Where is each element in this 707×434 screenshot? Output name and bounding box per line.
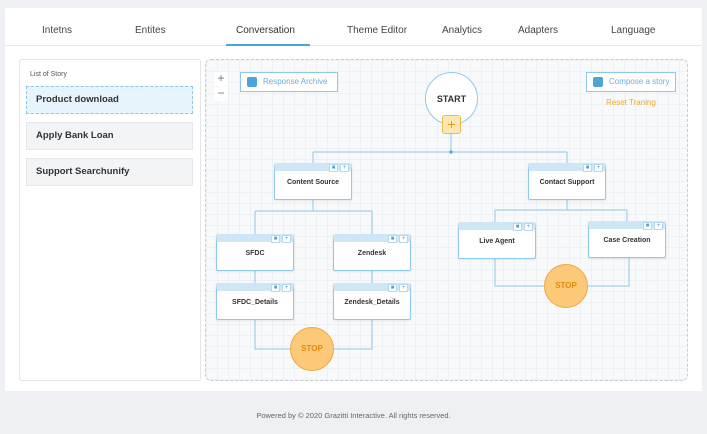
plus-icon[interactable]: +	[594, 164, 603, 172]
story-list-panel: List of Story Product download Apply Ban…	[19, 59, 201, 381]
flow-node-sfdc[interactable]: ■+ SFDC	[216, 234, 294, 271]
flow-node-content-source[interactable]: ■+ Content Source	[274, 163, 352, 200]
tab-entities[interactable]: Entites	[135, 25, 166, 36]
reset-training-link[interactable]: Reset Traning	[606, 98, 656, 107]
app-window: Intetns Entites Conversation Theme Edito…	[5, 8, 702, 391]
node-label: Case Creation	[603, 237, 651, 244]
tab-bar: Intetns Entites Conversation Theme Edito…	[5, 8, 702, 46]
chat-bubble-icon	[593, 77, 603, 87]
flow-node-sfdc-details[interactable]: ■+ SFDC_Details	[216, 283, 294, 320]
tab-language[interactable]: Language	[611, 25, 656, 36]
story-item-product-download[interactable]: Product download	[26, 86, 193, 114]
trash-icon[interactable]: ■	[513, 223, 522, 231]
tab-conversation[interactable]: Conversation	[236, 25, 295, 36]
trash-icon[interactable]: ■	[388, 284, 397, 292]
story-item-apply-bank-loan[interactable]: Apply Bank Loan	[26, 122, 193, 150]
node-label: Contact Support	[539, 179, 595, 186]
tab-theme-editor[interactable]: Theme Editor	[347, 25, 408, 36]
plus-icon[interactable]: +	[282, 235, 291, 243]
trash-icon[interactable]: ■	[329, 164, 338, 172]
plus-icon[interactable]: +	[282, 284, 291, 292]
node-label: Zendesk_Details	[344, 299, 400, 306]
compose-story-label: Compose a story	[609, 77, 670, 86]
compose-story-button[interactable]: Compose a story	[586, 72, 676, 92]
active-tab-underline	[226, 44, 310, 46]
tab-intents[interactable]: Intetns	[42, 25, 73, 36]
flow-canvas[interactable]: + − Response Archive Compose a story Res…	[205, 59, 688, 381]
tab-analytics[interactable]: Analytics	[442, 25, 483, 36]
story-list-title: List of Story	[30, 71, 67, 78]
trash-icon[interactable]: ■	[643, 222, 652, 230]
trash-icon[interactable]: ■	[388, 235, 397, 243]
stop-node-left[interactable]: STOP	[290, 327, 334, 371]
plus-icon[interactable]: +	[399, 235, 408, 243]
start-label: START	[436, 94, 467, 104]
trash-icon[interactable]: ■	[583, 164, 592, 172]
zoom-in-button[interactable]: +	[214, 72, 228, 86]
trash-icon[interactable]: ■	[271, 235, 280, 243]
node-label: Content Source	[286, 179, 340, 186]
flow-node-zendesk-details[interactable]: ■+ Zendesk_Details	[333, 283, 411, 320]
add-step-button[interactable]: +	[442, 115, 461, 134]
node-label: SFDC_Details	[232, 299, 278, 306]
archive-icon	[247, 77, 257, 87]
flow-node-live-agent[interactable]: ■+ Live Agent	[458, 222, 536, 259]
response-archive-button[interactable]: Response Archive	[240, 72, 338, 92]
flow-node-contact-support[interactable]: ■+ Contact Support	[528, 163, 606, 200]
tab-adapters[interactable]: Adapters	[518, 25, 559, 36]
plus-icon[interactable]: +	[340, 164, 349, 172]
flow-node-case-creation[interactable]: ■+ Case Creation	[588, 221, 666, 258]
plus-icon[interactable]: +	[399, 284, 408, 292]
footer-copyright: Powered by © 2020 Grazitti Interactive. …	[256, 411, 451, 420]
plus-icon[interactable]: +	[654, 222, 663, 230]
node-label: SFDC	[245, 250, 265, 257]
response-archive-label: Response Archive	[263, 77, 328, 86]
flow-node-zendesk[interactable]: ■+ Zendesk	[333, 234, 411, 271]
node-label: Live Agent	[479, 238, 515, 245]
story-item-support-searchunify[interactable]: Support Searchunify	[26, 158, 193, 186]
zoom-out-button[interactable]: −	[214, 87, 228, 101]
trash-icon[interactable]: ■	[271, 284, 280, 292]
stop-node-right[interactable]: STOP	[544, 264, 588, 308]
plus-icon[interactable]: +	[524, 223, 533, 231]
node-label: Zendesk	[357, 250, 387, 257]
